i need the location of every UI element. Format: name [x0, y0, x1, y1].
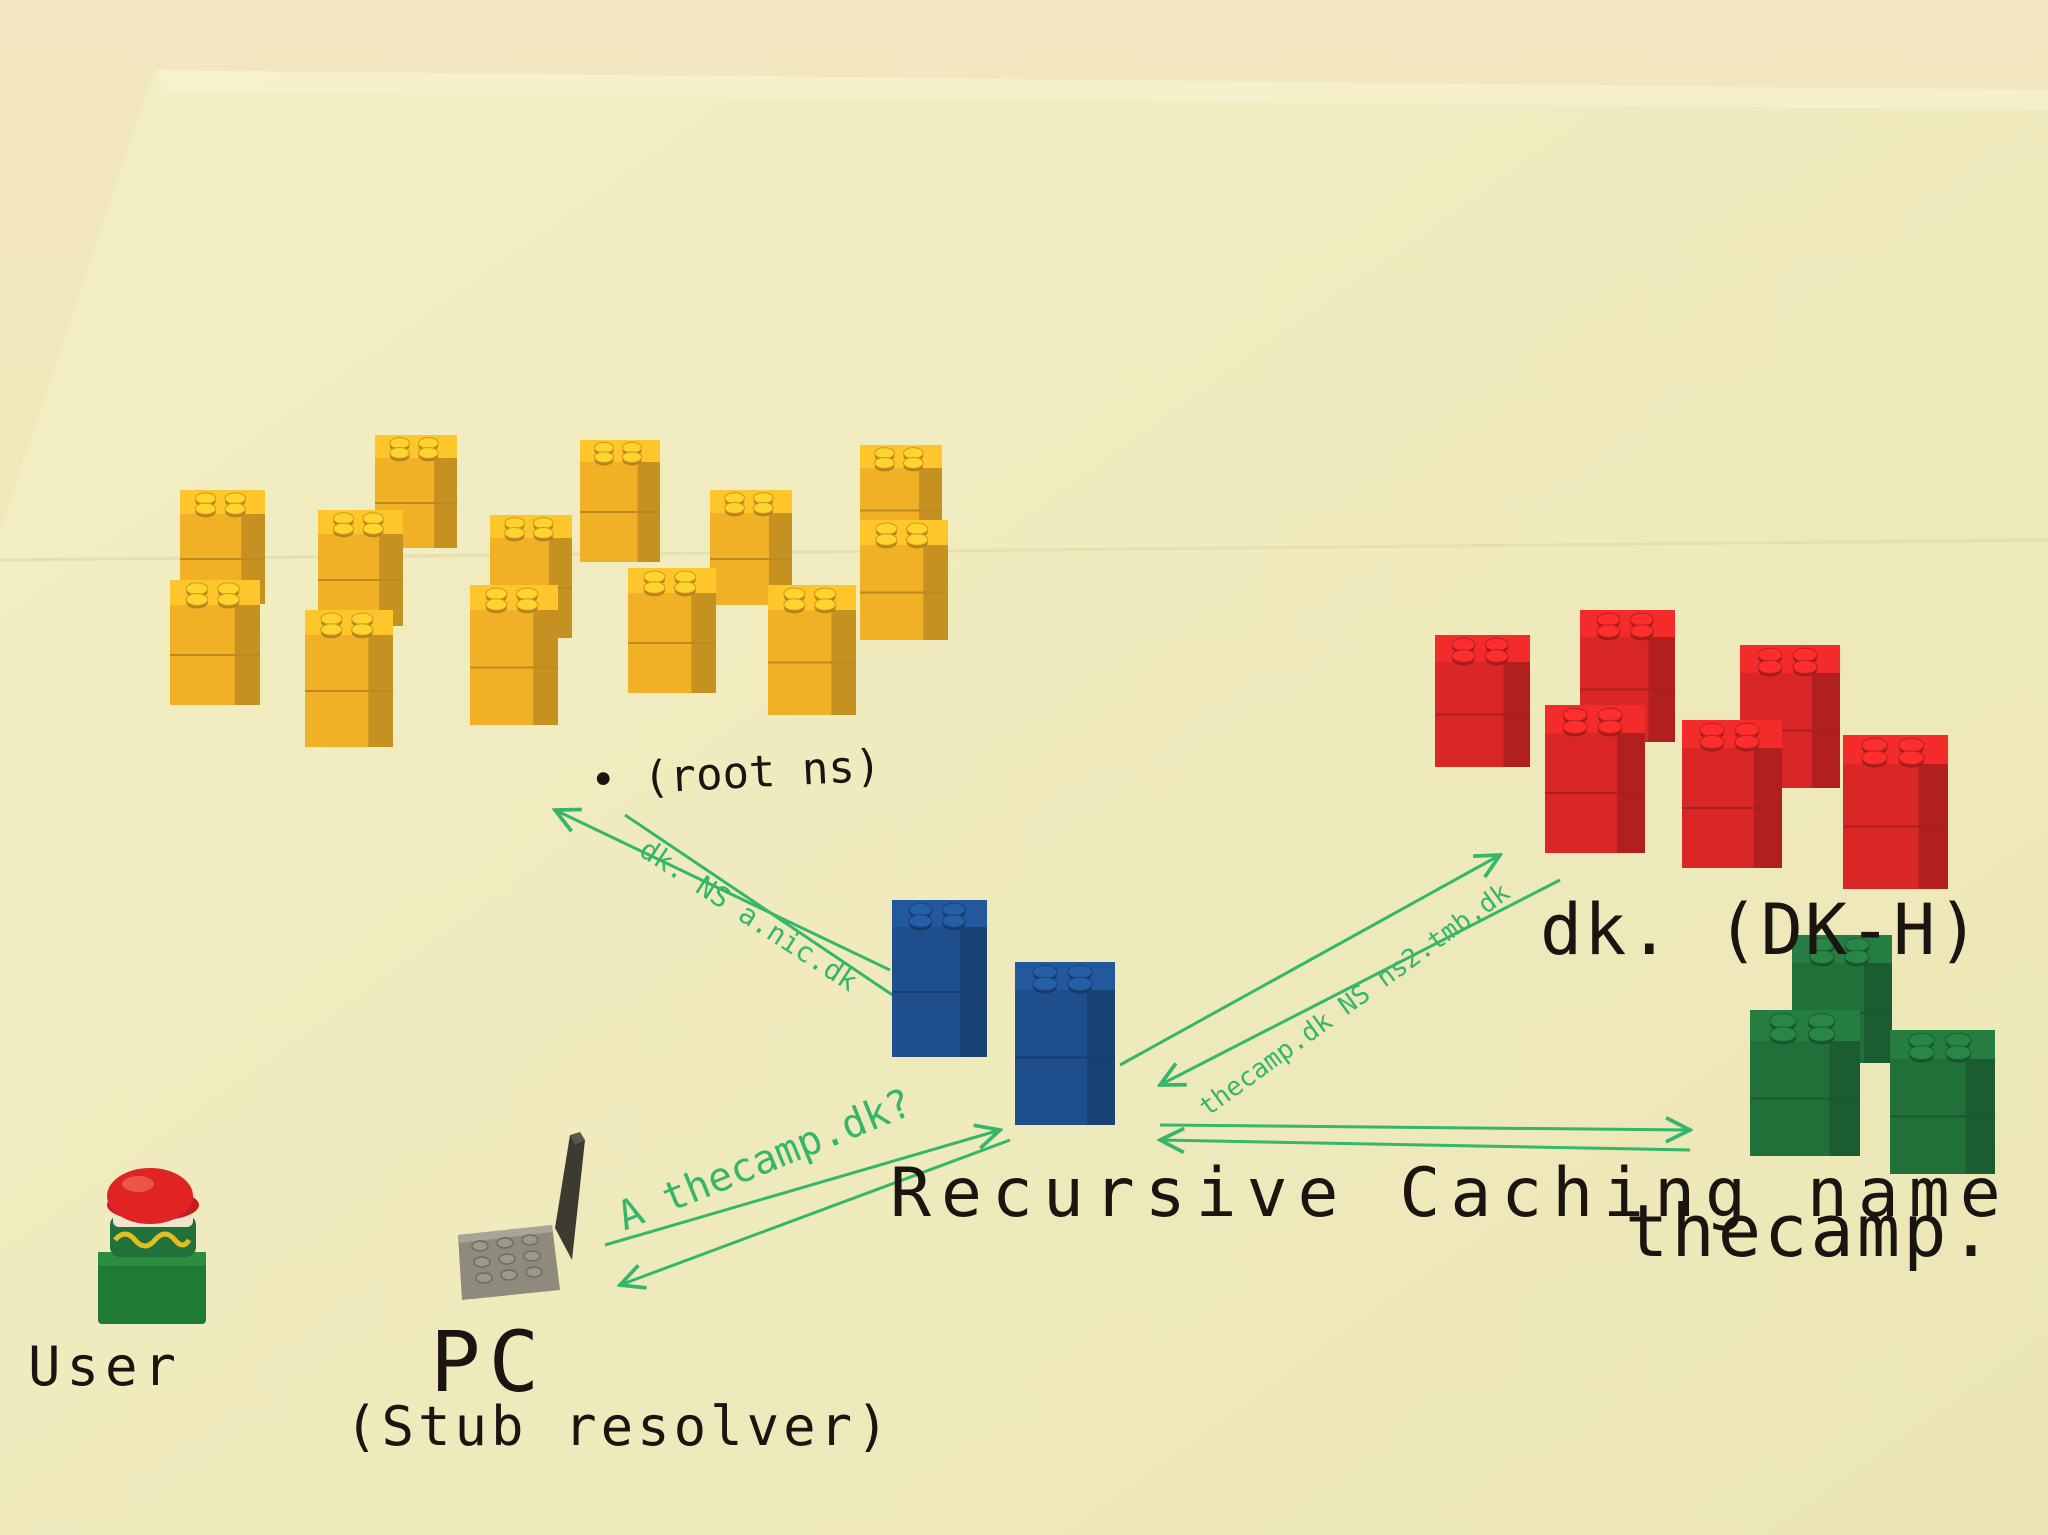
red-brick: [1580, 610, 1675, 742]
arrow-pc-query: [604, 1130, 1000, 1247]
yellow-brick: [305, 610, 393, 747]
red-brick: [1545, 705, 1645, 853]
arrows: [555, 810, 1690, 1285]
arrow-from-root: [624, 813, 901, 1002]
resolver-bricks: [892, 900, 1115, 1125]
thecamp-ns-label: thecamp.: [1625, 1189, 1996, 1273]
yellow-brick: [710, 490, 792, 605]
yellow-brick: [170, 580, 260, 705]
red-brick: [1435, 635, 1530, 767]
arrow-pc-reply: [620, 1138, 1011, 1285]
arrow-to-root: [555, 810, 891, 972]
pc-laptop-bricks: [458, 1132, 585, 1300]
yellow-brick: [375, 435, 457, 548]
arrow-to-dk: [1119, 855, 1500, 1067]
paper-edge: [155, 70, 2048, 110]
yellow-brick: [768, 585, 856, 715]
yellow-brick: [628, 568, 716, 693]
user-figure: [98, 1168, 206, 1324]
yellow-brick: [318, 510, 403, 626]
yellow-brick: [470, 585, 558, 725]
green-brick: [1890, 1030, 1995, 1174]
green-brick: [1750, 1010, 1860, 1156]
pc-label: PC: [430, 1313, 548, 1411]
yellow-brick: [860, 520, 948, 640]
blue-brick: [1015, 962, 1115, 1125]
stub-resolver-label: (Stub resolver): [345, 1395, 893, 1458]
dk-ns-label: dk. (DK-H): [1540, 889, 1982, 971]
user-label: User: [28, 1335, 183, 1398]
red-brick: [1682, 720, 1782, 868]
root-ns-bricks: [170, 435, 948, 747]
thecamp-ns-bricks: [1750, 935, 1995, 1174]
blue-brick: [892, 900, 987, 1057]
resolver-label: Recursive Caching name server: [890, 1154, 2048, 1233]
red-brick: [1843, 735, 1948, 889]
paper-sheet: [0, 70, 2048, 1535]
arrow-from-thecamp: [1160, 1140, 1691, 1150]
dk-ns-bricks: [1435, 610, 1948, 889]
arrow-to-thecamp: [1159, 1125, 1690, 1130]
yellow-brick: [580, 440, 660, 562]
arrow-from-dk: [1160, 878, 1561, 1085]
